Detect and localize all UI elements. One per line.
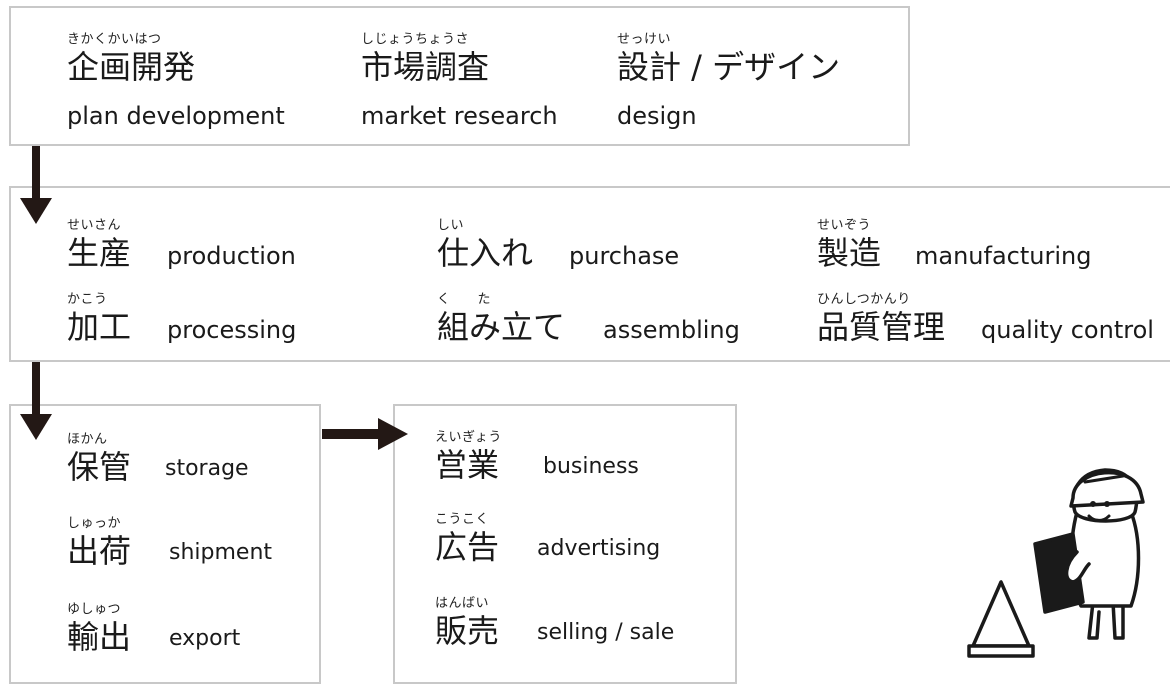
term-english: selling / sale: [537, 620, 675, 645]
term-english: market research: [361, 102, 558, 130]
furigana: せいぞう: [817, 218, 872, 233]
term-english: shipment: [169, 540, 273, 565]
term-japanese: 保管: [67, 448, 132, 486]
logistics-box: ほかん 保管 storage しゅっか 出荷 shipment ゆしゅつ 輸出 …: [9, 404, 321, 684]
term-english: processing: [167, 316, 297, 344]
down-arrow-icon: [20, 362, 52, 440]
furigana: こうこく: [435, 512, 490, 527]
clipboard-icon: [1033, 532, 1085, 614]
furigana: しじょうちょうさ: [361, 32, 470, 47]
planning-box: きかくかいはつ 企画開発 plan development しじょうちょうさ 市…: [9, 6, 910, 146]
term-english: export: [169, 626, 241, 651]
down-arrow-icon: [20, 146, 52, 224]
term-english: advertising: [537, 536, 661, 561]
furigana: かこう: [67, 292, 108, 307]
furigana: ほかん: [67, 432, 108, 447]
term-english: design: [617, 102, 697, 130]
term-english: purchase: [569, 242, 680, 270]
term-japanese: 加工: [67, 308, 132, 346]
right-arrow-icon: [322, 418, 408, 450]
term-english: assembling: [603, 316, 740, 344]
furigana: はんばい: [435, 596, 490, 611]
furigana: ひんしつかんり: [817, 292, 911, 307]
term-japanese: 製造: [817, 234, 882, 272]
term-english: storage: [165, 456, 249, 481]
furigana: ゆしゅつ: [67, 602, 122, 617]
term-japanese: 広告: [435, 528, 500, 566]
term-english: production: [167, 242, 296, 270]
term-japanese: 組み立て: [437, 308, 566, 346]
furigana: しい: [437, 218, 465, 233]
furigana: せいさん: [67, 218, 122, 233]
worker-illustration-icon: [967, 468, 1145, 658]
traffic-cone-icon: [971, 580, 1031, 648]
term-english: plan development: [67, 102, 285, 130]
term-japanese: 輸出: [67, 618, 132, 656]
furigana: しゅっか: [67, 516, 122, 531]
term-japanese: 仕入れ: [437, 234, 534, 272]
furigana: きかくかいはつ: [67, 32, 162, 47]
furigana: せっけい: [617, 32, 672, 47]
term-japanese: 市場調査: [361, 48, 490, 86]
term-japanese: 販売: [435, 612, 500, 650]
term-japanese: 企画開発: [67, 48, 196, 86]
furigana: えいぎょう: [435, 430, 502, 445]
term-english: quality control: [981, 316, 1154, 344]
term-english: business: [543, 454, 639, 479]
term-japanese: 品質管理: [817, 308, 946, 346]
term-japanese: 設計 / デザイン: [617, 48, 841, 86]
production-box: せいさん 生産 production しい 仕入れ purchase せいぞう …: [9, 186, 1170, 362]
sales-box: えいぎょう 営業 business こうこく 広告 advertising はん…: [393, 404, 737, 684]
furigana: く た: [437, 292, 492, 307]
term-english: manufacturing: [915, 242, 1092, 270]
term-japanese: 出荷: [67, 532, 132, 570]
term-japanese: 生産: [67, 234, 132, 272]
term-japanese: 営業: [435, 446, 500, 484]
